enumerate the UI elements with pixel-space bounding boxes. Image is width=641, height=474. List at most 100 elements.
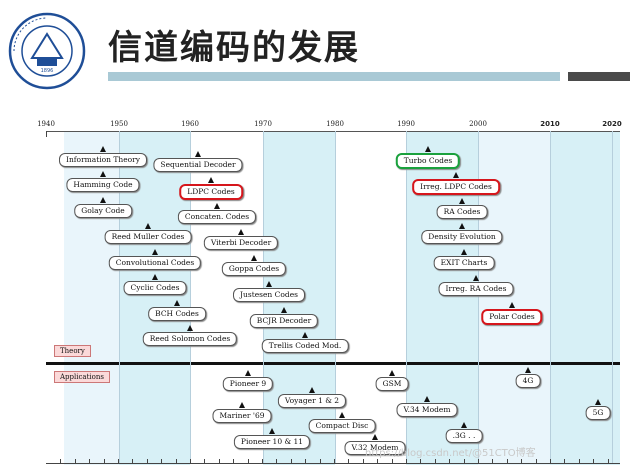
theory-section-label: Theory xyxy=(54,345,91,357)
minor-tick xyxy=(578,459,580,463)
minor-tick xyxy=(204,459,206,463)
milestone-marker xyxy=(238,229,244,235)
minor-tick xyxy=(190,459,191,463)
theory-milestone-box: Turbo Codes xyxy=(395,153,461,169)
axis-year-label: 2020 xyxy=(602,120,622,128)
milestone-marker xyxy=(525,367,531,373)
milestone-marker xyxy=(302,332,308,338)
milestone-marker xyxy=(195,151,201,157)
university-logo: 1896 xyxy=(8,12,86,90)
minor-tick xyxy=(103,459,105,463)
minor-tick xyxy=(521,459,523,463)
axis-year-label: 1970 xyxy=(254,120,272,128)
minor-tick xyxy=(319,459,321,463)
time-axis xyxy=(46,131,620,132)
axis-year-label: 1940 xyxy=(37,120,55,128)
page-title: 信道编码的发展 xyxy=(108,28,360,68)
minor-tick xyxy=(305,459,307,463)
theory-milestone-box: Viterbi Decoder xyxy=(203,236,279,250)
application-milestone-box: 4G xyxy=(515,374,541,388)
minor-tick xyxy=(377,459,379,463)
milestone-marker xyxy=(473,275,479,281)
application-milestone-box: Mariner '69 xyxy=(212,409,272,423)
watermark: https://blog.csdn.net/@51CTO博客 xyxy=(365,448,536,459)
minor-tick xyxy=(89,459,91,463)
axis-year-label: 2010 xyxy=(540,120,560,128)
milestone-marker xyxy=(309,387,315,393)
svg-text:1896: 1896 xyxy=(41,68,54,74)
theory-milestone-box: Reed Muller Codes xyxy=(104,230,192,244)
theory-milestone-box: Density Evolution xyxy=(421,230,503,244)
minor-tick xyxy=(463,459,465,463)
application-milestone-box: Pioneer 9 xyxy=(222,377,274,391)
minor-tick xyxy=(276,459,278,463)
minor-tick xyxy=(420,459,422,463)
minor-tick xyxy=(247,459,249,463)
application-milestone-box: V.32 Modem xyxy=(344,441,406,455)
grid-line xyxy=(335,131,336,463)
minor-tick xyxy=(60,459,62,463)
grid-line xyxy=(478,131,479,463)
minor-tick xyxy=(118,459,119,463)
milestone-marker xyxy=(269,428,275,434)
minor-tick xyxy=(334,459,335,463)
theory-milestone-box: Golay Code xyxy=(74,204,132,218)
milestone-marker xyxy=(100,171,106,177)
milestone-marker xyxy=(100,197,106,203)
theory-milestone-box: Justesen Codes xyxy=(233,288,305,302)
minor-tick xyxy=(391,459,393,463)
minor-tick xyxy=(535,459,537,463)
title-dark-bar xyxy=(568,72,630,81)
milestone-marker xyxy=(266,281,272,287)
milestone-marker xyxy=(424,396,430,402)
theory-milestone-box: Irreg. RA Codes xyxy=(438,282,514,296)
milestone-marker xyxy=(459,198,465,204)
axis-year-label: 1950 xyxy=(110,120,128,128)
milestone-marker xyxy=(174,300,180,306)
theory-milestone-box: Trellis Coded Mod. xyxy=(261,339,349,353)
theory-milestone-box: EXIT Charts xyxy=(433,256,495,270)
minor-tick xyxy=(362,459,364,463)
milestone-marker xyxy=(461,422,467,428)
milestone-marker xyxy=(208,177,214,183)
milestone-marker xyxy=(372,434,378,440)
minor-tick xyxy=(290,459,292,463)
minor-tick xyxy=(406,459,407,463)
axis-tick xyxy=(46,131,47,137)
minor-tick xyxy=(161,459,163,463)
grid-line xyxy=(550,131,551,463)
theory-milestone-box: Concaten. Codes xyxy=(177,210,257,224)
application-milestone-box: Compact Disc xyxy=(308,419,376,433)
theory-milestone-box: BCJR Decoder xyxy=(249,314,319,328)
theory-applications-divider xyxy=(46,362,620,365)
theory-milestone-box: Reed Solomon Codes xyxy=(142,332,238,346)
axis-year-label: 1980 xyxy=(326,120,344,128)
milestone-marker xyxy=(187,325,193,331)
axis-year-label: 1960 xyxy=(181,120,199,128)
minor-tick xyxy=(607,459,609,463)
application-milestone-box: GSM xyxy=(375,377,409,391)
minor-tick xyxy=(550,459,551,463)
minor-tick xyxy=(564,459,566,463)
milestone-marker xyxy=(281,307,287,313)
milestone-marker xyxy=(425,146,431,152)
milestone-marker xyxy=(145,223,151,229)
theory-milestone-box: Goppa Codes xyxy=(221,262,287,276)
axis-year-label: 1990 xyxy=(397,120,415,128)
minor-tick xyxy=(492,459,494,463)
grid-line xyxy=(119,131,120,463)
minor-tick xyxy=(449,459,451,463)
milestone-marker xyxy=(245,370,251,376)
axis-year-label: 2000 xyxy=(469,120,487,128)
theory-milestone-box: Hamming Code xyxy=(66,178,140,192)
minor-tick xyxy=(434,459,436,463)
theory-milestone-box: Polar Codes xyxy=(481,309,543,325)
minor-tick xyxy=(233,459,235,463)
minor-tick xyxy=(74,459,76,463)
milestone-marker xyxy=(152,249,158,255)
milestone-marker xyxy=(152,274,158,280)
theory-milestone-box: BCH Codes xyxy=(148,307,206,321)
milestone-marker xyxy=(100,146,106,152)
minor-tick xyxy=(478,459,479,463)
grid-line xyxy=(190,131,191,463)
